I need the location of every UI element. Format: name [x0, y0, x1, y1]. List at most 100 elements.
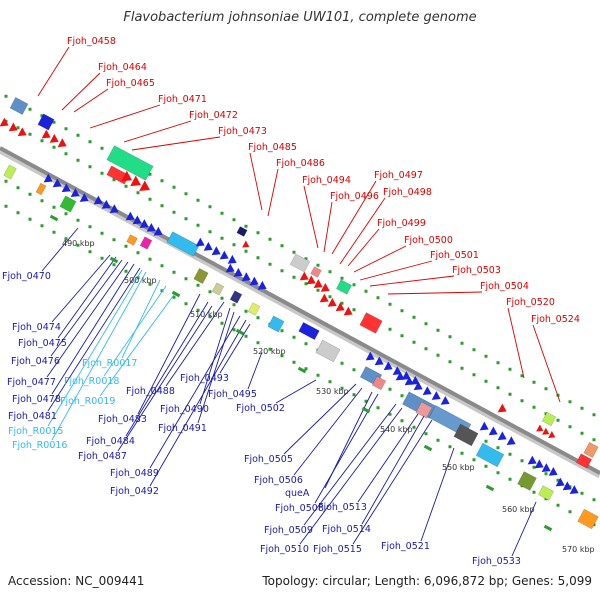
gene-arrow — [410, 375, 420, 385]
gene-label-bottom: Fjoh_0502 — [236, 403, 285, 414]
track-dot — [76, 218, 80, 222]
track-dot — [544, 497, 548, 501]
track-dot — [556, 478, 560, 482]
gene-arrow — [257, 280, 267, 290]
callout-line-red — [532, 324, 561, 403]
callout-line-red — [303, 185, 319, 249]
track-dot — [220, 296, 224, 300]
track-dot — [28, 107, 32, 111]
track-dot — [520, 374, 524, 378]
callout-line-red — [359, 260, 433, 281]
track-dot — [304, 367, 308, 371]
track-dot — [232, 328, 236, 332]
track-dot — [424, 432, 428, 436]
gene-block-lime — [247, 302, 261, 316]
track-dot — [580, 431, 584, 435]
kbp-tick-mark — [423, 444, 433, 452]
track-dot — [400, 334, 404, 338]
track-dot — [352, 283, 356, 287]
callout-line-red — [37, 46, 70, 97]
gene-label-top: Fjoh_0497 — [374, 170, 423, 181]
gene-arrow — [506, 436, 516, 446]
callout-line-blue — [352, 419, 433, 545]
track-dot — [532, 380, 536, 384]
track-dot — [544, 387, 548, 391]
gene-block-magenta — [139, 236, 153, 250]
gene-label-bottom: Fjoh_0493 — [180, 373, 229, 384]
gene-arrow — [8, 122, 18, 132]
gene-arrow — [327, 297, 337, 307]
track-dot — [436, 438, 440, 442]
callout-line-blue — [46, 261, 129, 378]
gene-block-orange — [35, 182, 47, 196]
gene-label-top: Fjoh_0500 — [404, 235, 453, 246]
track-dot — [220, 236, 224, 240]
track-dot — [28, 192, 32, 196]
track-dot — [484, 379, 488, 383]
callout-line-blue — [199, 307, 231, 405]
track-dot — [364, 289, 368, 293]
gene-label-bottom: Fjoh_0514 — [322, 524, 371, 535]
track-dot — [592, 438, 596, 442]
callout-line-blue — [51, 254, 111, 323]
callout-line-red — [249, 152, 263, 211]
gene-arrow — [541, 463, 551, 472]
gene-label-top: Fjoh_0496 — [330, 191, 379, 202]
track-dot — [544, 472, 548, 476]
gene-arrow — [306, 275, 316, 285]
gene-label-bottom: Fjoh_0491 — [158, 423, 207, 434]
track-dot — [304, 342, 308, 346]
track-dot — [196, 198, 200, 202]
gene-arrow — [242, 240, 250, 248]
gene-arrow — [153, 226, 163, 236]
track-dot — [64, 237, 68, 241]
track-dot — [100, 231, 104, 235]
gene-label-bottom: Fjoh_0508 — [275, 503, 324, 514]
gene-block-navy — [236, 226, 248, 237]
track-dot — [304, 257, 308, 261]
gene-label-top: Fjoh_0465 — [106, 78, 155, 89]
track-dot — [520, 399, 524, 403]
gene-block-red — [359, 312, 383, 334]
gene-arrow — [219, 250, 229, 260]
gene-label-bottom: Fjoh_0470 — [2, 271, 51, 282]
track-dot — [184, 302, 188, 306]
track-dot — [40, 114, 44, 118]
gene-label-top: Fjoh_0486 — [276, 158, 325, 169]
dotted-tracks — [4, 94, 596, 527]
track-dot — [172, 295, 176, 299]
gene-block-red — [576, 453, 592, 469]
gene-label-bottom: Fjoh_R0018 — [64, 376, 119, 387]
track-dot — [184, 277, 188, 281]
gene-block-orange — [126, 234, 138, 246]
gene-block-orange — [577, 508, 599, 530]
track-dot — [292, 250, 296, 254]
gene-arrow — [125, 211, 135, 221]
track-dot — [508, 392, 512, 396]
gene-arrow — [404, 376, 414, 386]
callout-line-blue — [303, 403, 397, 526]
track-dot — [28, 217, 32, 221]
gene-label-top: Fjoh_0501 — [430, 250, 479, 261]
track-dot — [76, 133, 80, 137]
track-dot — [328, 295, 332, 299]
kbp-tick-mark — [109, 256, 119, 264]
gene-arrow — [343, 306, 353, 316]
track-dot — [184, 192, 188, 196]
track-dot — [472, 373, 476, 377]
track-dot — [304, 282, 308, 286]
gene-label-top: Fjoh_0494 — [302, 175, 351, 186]
kbp-tick-label: 570 kbp — [562, 545, 595, 554]
track-dot — [172, 270, 176, 274]
gene-label-bottom: Fjoh_0506 — [254, 475, 303, 486]
gene-arrow — [225, 263, 235, 273]
gene-arrow — [139, 180, 150, 192]
callout-line-blue — [117, 305, 213, 452]
callout-line-blue — [51, 263, 135, 395]
gene-block-green — [59, 195, 77, 213]
track-dot — [472, 458, 476, 462]
gene-label-top: Fjoh_0471 — [158, 94, 207, 105]
track-dot — [280, 244, 284, 248]
gene-block-green — [336, 279, 352, 295]
callout-line-blue — [149, 315, 241, 469]
